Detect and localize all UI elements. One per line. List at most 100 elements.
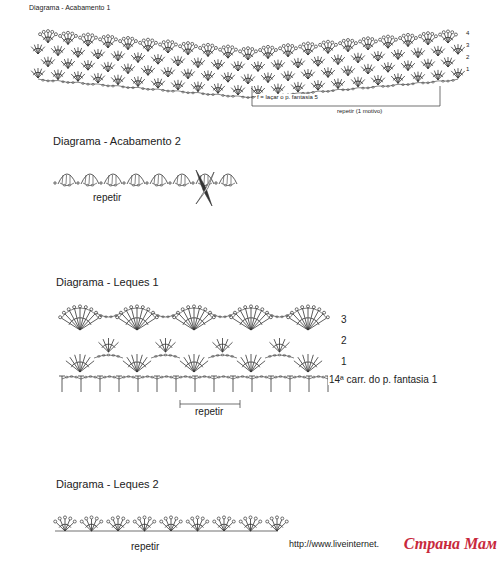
chain-stitch (231, 355, 234, 357)
chain-arc (267, 313, 292, 317)
chain-stitch (271, 315, 274, 317)
double-crochet (80, 354, 81, 372)
slip-stitch (170, 181, 171, 185)
double-crochet (138, 55, 145, 62)
double-crochet (212, 342, 222, 352)
chain-stitch (274, 376, 277, 378)
picot (122, 517, 125, 520)
double-crochet (148, 44, 155, 51)
stitch-tick (250, 55, 253, 57)
double-crochet (404, 37, 408, 46)
double-crochet (194, 58, 198, 67)
base-post (230, 376, 236, 377)
chain-arc (129, 183, 143, 186)
repeat-bracket (252, 86, 253, 106)
double-crochet (438, 49, 445, 56)
picot (259, 48, 262, 51)
base-post (100, 376, 101, 392)
double-crochet (242, 523, 251, 531)
chain-stitch (278, 354, 281, 356)
stitch-tick (281, 344, 284, 345)
double-crochet (246, 355, 251, 372)
chain-stitch (276, 316, 279, 318)
picot (85, 517, 88, 520)
stitch-tick (450, 38, 453, 40)
chain-stitch (227, 95, 230, 97)
double-crochet (251, 308, 252, 330)
picot (69, 517, 72, 520)
shell-stitch (93, 175, 94, 184)
picot (382, 36, 385, 39)
chain-arc (178, 91, 198, 93)
picot (64, 516, 67, 519)
stitch-tick (159, 345, 162, 348)
chart-label: repetir (130, 541, 160, 552)
stitch-tick (130, 44, 133, 46)
stitch-tick (201, 525, 204, 528)
double-crochet (118, 77, 125, 84)
picot (99, 38, 102, 41)
picot (90, 516, 93, 519)
double-crochet (165, 338, 166, 352)
stitch-tick (87, 364, 89, 367)
chain-stitch (127, 376, 130, 378)
picot (367, 37, 370, 40)
picot (42, 30, 45, 33)
double-crochet (70, 357, 80, 372)
picot (339, 42, 342, 45)
fan-top (118, 308, 155, 318)
stitch-tick (390, 43, 393, 45)
double-crochet (126, 311, 137, 330)
picot (84, 306, 87, 309)
double-crochet (160, 339, 165, 352)
double-crochet (154, 79, 158, 88)
double-crochet (251, 357, 261, 372)
double-crochet (394, 50, 398, 59)
stitch-tick (138, 317, 141, 319)
stitch-tick (150, 70, 153, 72)
picot (141, 306, 144, 309)
double-crochet (248, 77, 255, 84)
row-number: 2 (340, 335, 348, 346)
chain-arc (271, 377, 290, 380)
stitch-tick (310, 74, 313, 76)
chain-stitch (412, 83, 415, 85)
stitch-tick (420, 52, 423, 54)
picot (71, 32, 74, 35)
double-crochet (298, 85, 305, 92)
double-crochet (44, 33, 48, 42)
double-crochet (344, 66, 348, 75)
picot (213, 520, 216, 523)
double-crochet (98, 52, 105, 59)
chain-arc (62, 377, 81, 380)
picot (95, 517, 98, 520)
double-crochet (264, 49, 268, 58)
double-crochet (428, 61, 435, 68)
chart-label: Diagrama - Acabamento 1 (28, 4, 111, 12)
base-post (306, 376, 312, 377)
double-crochet (137, 354, 138, 372)
picot (285, 520, 288, 523)
stitch-tick (260, 90, 263, 92)
stitch-tick (203, 322, 205, 325)
base-post (135, 376, 141, 377)
slip-stitch (147, 181, 148, 185)
picot (326, 316, 329, 319)
chain-stitch (260, 376, 263, 378)
picot (342, 39, 345, 42)
chain-arc (119, 377, 138, 380)
stitch-tick (104, 344, 107, 345)
picot (142, 39, 145, 42)
double-crochet (374, 52, 378, 61)
stitch-tick (290, 75, 293, 77)
picot (162, 41, 165, 44)
picot (111, 517, 114, 520)
double-crochet (274, 84, 278, 93)
chain-arc (152, 183, 166, 186)
stitch-tick (230, 77, 233, 79)
chain-stitch (100, 315, 103, 317)
double-crochet (194, 82, 198, 91)
double-crochet (140, 520, 145, 531)
chain-stitch (63, 184, 66, 186)
stitch-tick (254, 525, 257, 528)
